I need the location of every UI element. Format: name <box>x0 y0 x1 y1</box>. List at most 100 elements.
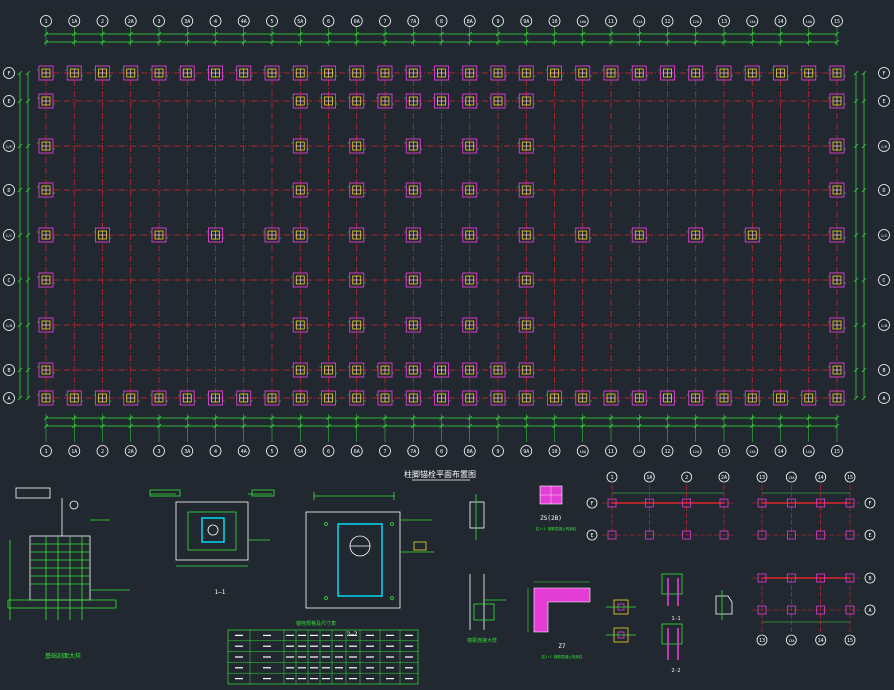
svg-text:3: 3 <box>157 19 160 25</box>
column-base <box>37 93 55 109</box>
partial-column <box>816 530 826 540</box>
svg-text:1A: 1A <box>71 19 77 25</box>
wall-beam-connection-detail <box>469 494 506 630</box>
axis-bubble-right: B <box>878 364 890 376</box>
svg-text:B: B <box>868 576 871 582</box>
column-base <box>121 390 140 406</box>
dim-tick <box>861 98 867 104</box>
right-axis-bubbles: FE1/ED1/CC1/BBA <box>878 67 890 404</box>
partial-column <box>682 530 692 540</box>
column-base <box>291 227 310 243</box>
dimension-lines <box>17 26 867 442</box>
axis-bubble-top: 10 <box>548 15 561 27</box>
dim-tick <box>25 277 31 283</box>
column-base <box>404 390 423 406</box>
sheet-title: 柱脚锚栓平面布置图 <box>404 469 476 479</box>
dim-tick <box>25 143 31 149</box>
column-base <box>828 362 846 378</box>
column-base <box>404 227 423 243</box>
column-base <box>517 138 536 154</box>
column-base <box>460 362 479 378</box>
section-1-1-label: 1—1 <box>215 589 226 596</box>
column-base <box>37 362 55 378</box>
axis-bubble-right: 1/B <box>878 319 890 331</box>
column-base <box>291 65 310 81</box>
svg-text:E: E <box>7 99 10 105</box>
axis-bubble-top: 7 <box>379 15 391 27</box>
svg-text:15: 15 <box>834 19 840 25</box>
column-base <box>319 362 338 378</box>
detail-mark-2-2: 2-2 <box>671 668 680 674</box>
axis-bubble-top: 2 <box>96 15 109 27</box>
axis-bubble-left: 1/B <box>3 319 15 331</box>
svg-text:14: 14 <box>777 449 783 455</box>
column-base <box>347 227 366 243</box>
column-base <box>828 317 846 333</box>
axis-bubble-top: 13 <box>718 15 730 27</box>
dim-tick <box>17 367 23 373</box>
detail-mark-1-1: 1-1 <box>671 616 680 622</box>
partial-axis-bubble: 13 <box>756 471 768 483</box>
column-z7-note: 柱1:1 钢筋混凝土构造柱 <box>542 654 583 659</box>
svg-text:13A: 13A <box>749 20 756 24</box>
column-base <box>37 272 55 288</box>
axis-bubble-bottom: 2 <box>96 445 109 457</box>
axis-bubble-left: A <box>3 392 15 404</box>
column-base <box>573 390 592 406</box>
column-base <box>319 93 338 109</box>
column-base <box>828 93 846 109</box>
column-base <box>686 65 705 81</box>
axis-bubble-bottom: 5A <box>294 445 307 457</box>
axis-bubble-bottom: 11 <box>605 445 617 457</box>
partial-axis-bubble: E <box>864 529 876 541</box>
svg-text:10: 10 <box>551 449 557 455</box>
axis-bubble-bottom: 15 <box>831 445 843 457</box>
axis-bubble-left: C <box>3 274 15 286</box>
column-base <box>150 227 168 243</box>
column-base <box>545 65 564 81</box>
partial-column <box>786 573 796 583</box>
dim-tick <box>25 322 31 328</box>
foundation-section-label: 基础剖面大样 <box>45 652 81 660</box>
column-base <box>206 65 225 81</box>
dim-tick <box>17 322 23 328</box>
column-base <box>37 390 55 406</box>
column-base <box>686 227 705 243</box>
svg-text:2: 2 <box>101 19 104 25</box>
column-zs-section <box>539 485 563 505</box>
svg-text:2A: 2A <box>721 475 727 481</box>
dim-tick <box>853 322 859 328</box>
axis-bubble-bottom: 5 <box>266 445 278 457</box>
red-grid-lines <box>42 69 841 402</box>
axis-bubble-top: 4 <box>209 15 222 27</box>
anchor-spec-table <box>227 629 419 685</box>
svg-text:1: 1 <box>610 475 613 481</box>
svg-text:C: C <box>7 278 10 284</box>
column-base <box>489 362 507 378</box>
partial-column <box>845 573 855 583</box>
partial-axis-bubble: E <box>586 529 598 541</box>
axis-bubble-bottom: 10A <box>576 445 589 457</box>
foundation-section-detail <box>7 487 130 620</box>
column-base <box>347 182 366 198</box>
axis-bubble-bottom: 9A <box>520 445 533 457</box>
partial-column <box>757 605 767 615</box>
dim-tick <box>861 367 867 373</box>
svg-text:7: 7 <box>383 19 386 25</box>
column-base <box>460 317 479 333</box>
axis-bubble-bottom: 1 <box>40 445 52 457</box>
column-base <box>404 93 423 109</box>
partial-axis-bubble: 13A <box>785 634 797 646</box>
svg-text:E: E <box>590 533 593 539</box>
column-base <box>404 362 423 378</box>
svg-text:4: 4 <box>214 449 217 455</box>
dim-tick <box>861 187 867 193</box>
column-base <box>291 362 310 378</box>
column-base <box>121 65 140 81</box>
svg-text:B: B <box>882 368 885 374</box>
svg-text:6A: 6A <box>354 19 360 25</box>
partial-column <box>845 605 855 615</box>
axis-bubble-top: 3 <box>153 15 165 27</box>
dim-tick <box>25 98 31 104</box>
